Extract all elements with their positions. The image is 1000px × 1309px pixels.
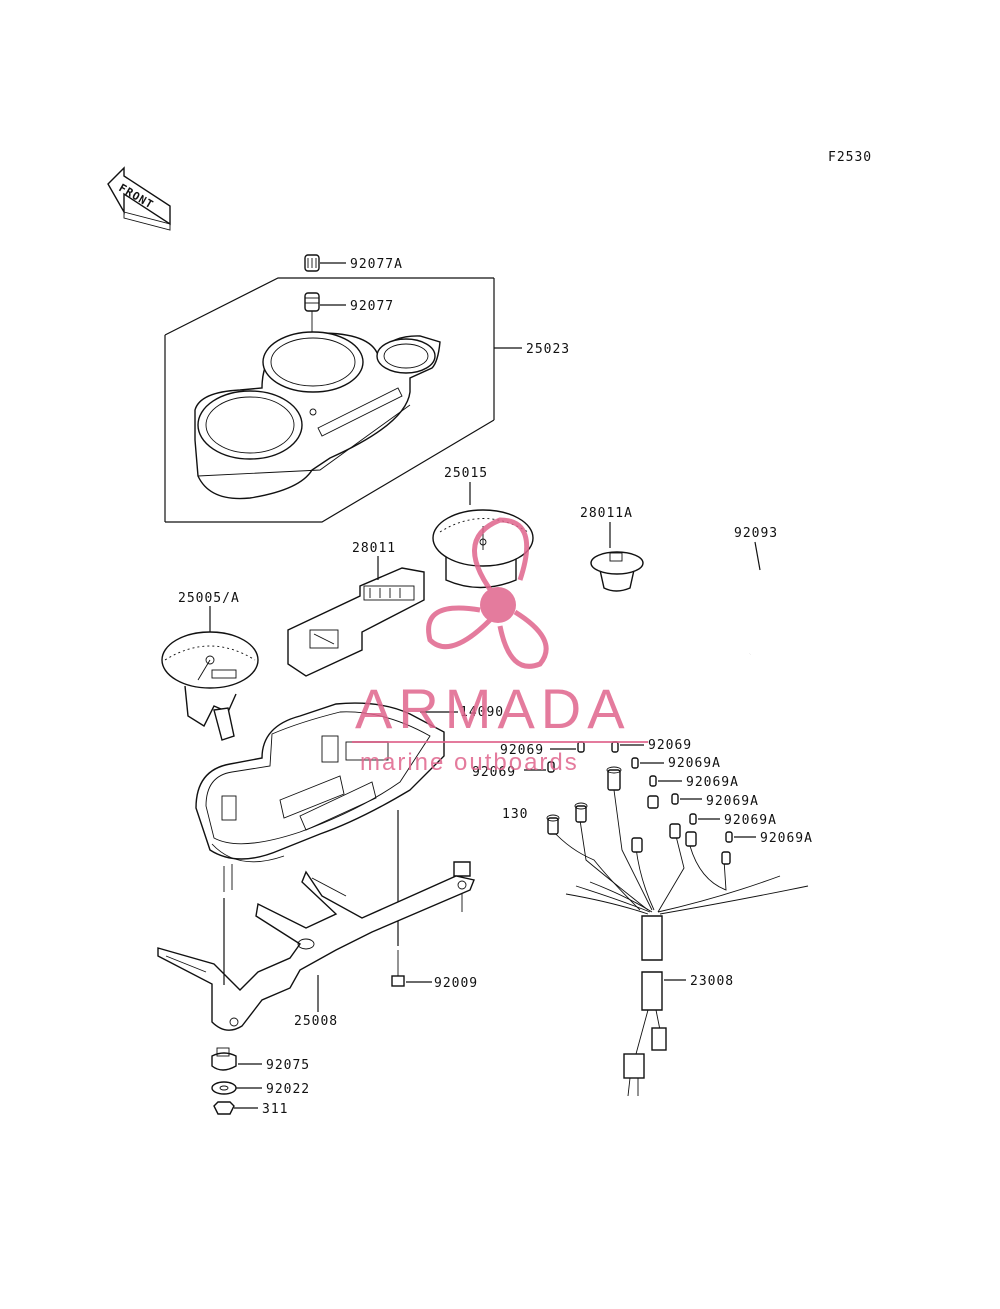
indicator-board-28011 — [287, 567, 425, 677]
label-25015: 25015 — [444, 466, 488, 481]
label-92069A-c: 92069A — [706, 794, 759, 809]
bulb-holders — [546, 766, 731, 865]
diagram-code: F2530 — [828, 150, 872, 165]
harness-23008 — [551, 789, 809, 1097]
label-92093: 92093 — [734, 526, 778, 541]
label-92069A-e: 92069A — [760, 831, 813, 846]
socket-28011A — [590, 551, 644, 592]
propeller-logo-icon — [426, 517, 549, 669]
bracket-25008 — [157, 870, 475, 1031]
watermark: ARMADA marine outboards — [352, 517, 648, 776]
label-92077A: 92077A — [350, 257, 403, 272]
label-92022: 92022 — [266, 1082, 310, 1097]
label-311: 311 — [262, 1102, 288, 1117]
label-23008: 23008 — [690, 974, 734, 989]
seal-92093 — [614, 567, 831, 693]
label-92069-a: 92069 — [500, 743, 544, 758]
label-25023: 25023 — [526, 342, 570, 357]
meter-cover-25023 — [194, 331, 441, 500]
label-92069A-a: 92069A — [668, 756, 721, 771]
label-92069A-b: 92069A — [686, 775, 739, 790]
label-130: 130 — [502, 807, 528, 822]
grommet-92075 — [211, 1047, 237, 1071]
label-92075: 92075 — [266, 1058, 310, 1073]
nut-311 — [213, 1101, 235, 1115]
screw-92009-lower — [391, 950, 405, 987]
label-25008: 25008 — [294, 1014, 338, 1029]
label-92009: 92009 — [434, 976, 478, 991]
label-14090: 14090 — [460, 705, 504, 720]
cover-assembly-frame — [164, 277, 495, 523]
label-92069-b: 92069 — [648, 738, 692, 753]
cap-92077A — [304, 254, 320, 272]
label-25005A: 25005/A — [178, 591, 240, 606]
label-92069A-d: 92069A — [724, 813, 777, 828]
label-92077: 92077 — [350, 299, 394, 314]
label-92069-c: 92069 — [472, 765, 516, 780]
watermark-title: ARMADA — [355, 677, 631, 740]
watermark-subtitle: marine outboards — [360, 749, 579, 776]
label-28011A: 28011A — [580, 506, 633, 521]
propeller-hub — [480, 587, 516, 623]
collar-92022 — [211, 1081, 237, 1095]
mini-bulbs — [547, 741, 733, 843]
gauge-25005A — [161, 631, 259, 741]
front-arrow-icon: FRONT — [107, 166, 171, 231]
label-28011: 28011 — [352, 541, 396, 556]
